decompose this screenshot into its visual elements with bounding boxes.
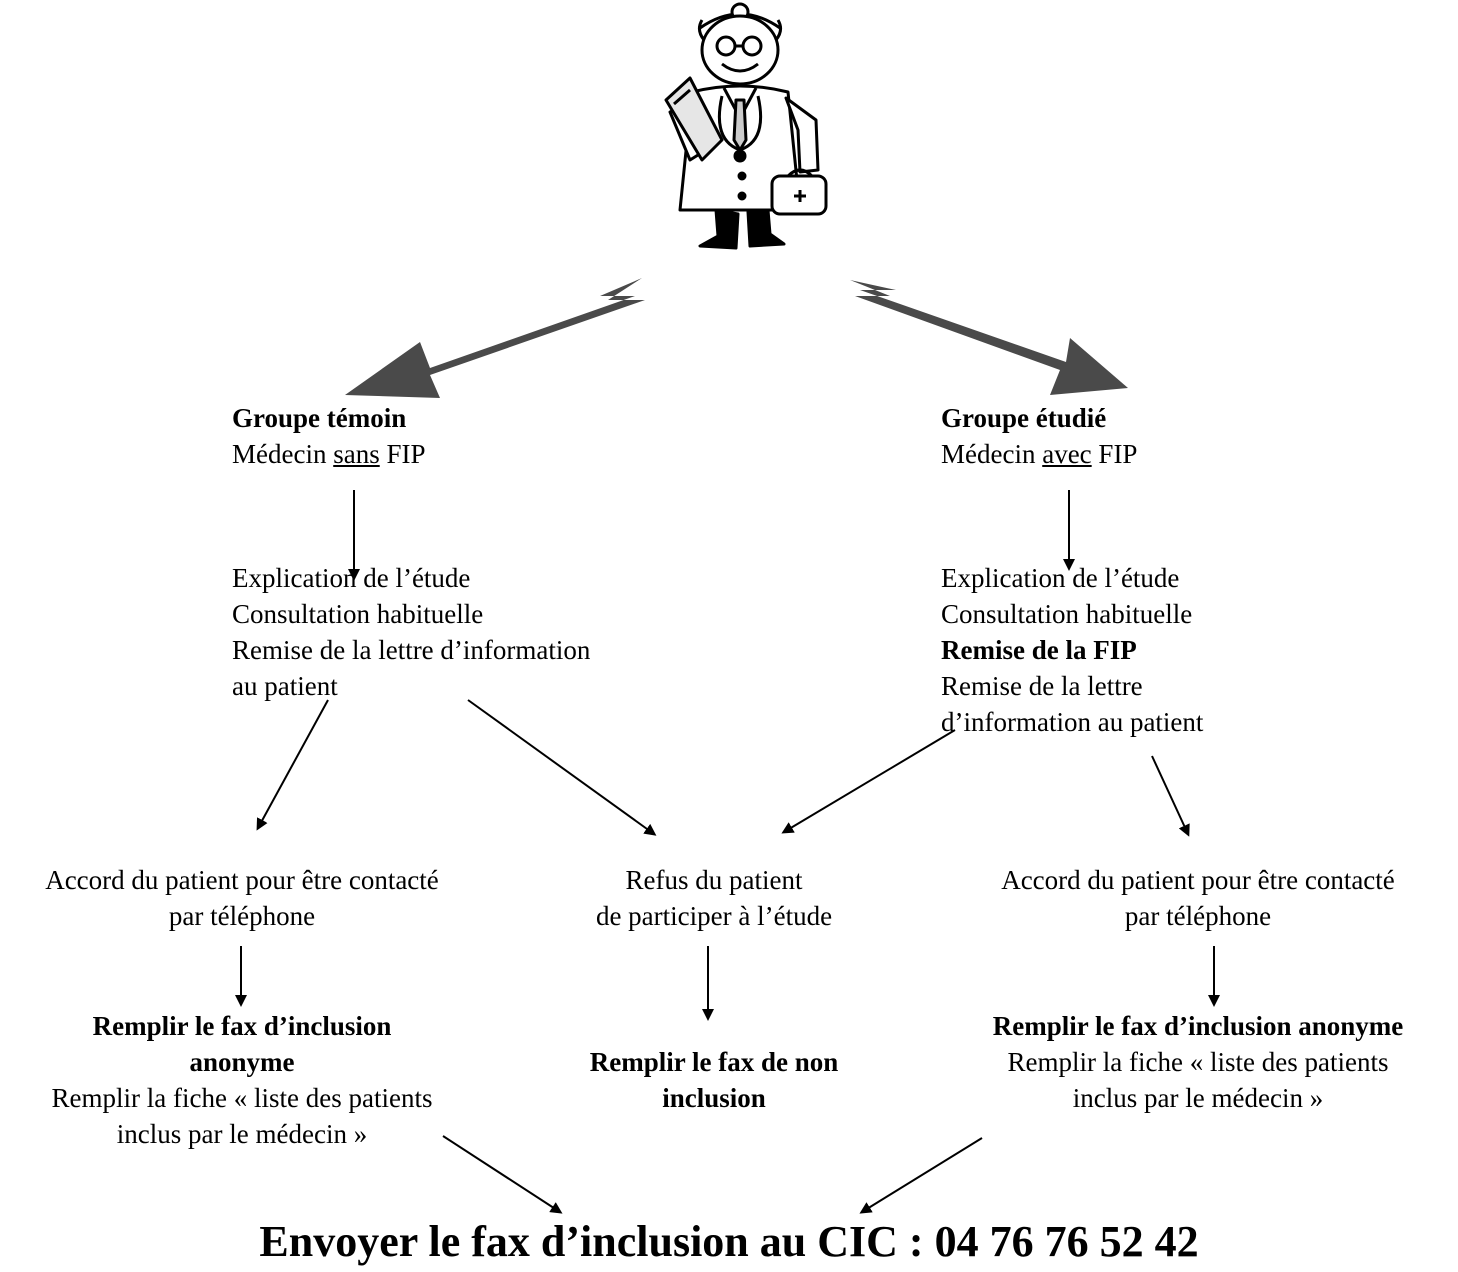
right-group-subtitle-underlined: avec bbox=[1042, 439, 1092, 469]
left-accord-line-2: par téléphone bbox=[168, 901, 316, 931]
middle-action-bold-2: inclusion bbox=[662, 1083, 766, 1113]
right-group-subtitle: Médecin avec FIP bbox=[941, 436, 1137, 472]
arrow-left-to-accord bbox=[256, 699, 329, 831]
right-accord-line-1: Accord du patient pour être contacté bbox=[1001, 865, 1395, 895]
right-action: Remplir le fax d’inclusion anonyme Rempl… bbox=[938, 1008, 1458, 1116]
left-steps: Explication de l’étude Consultation habi… bbox=[232, 560, 590, 704]
left-accord: Accord du patient pour être contacté par… bbox=[0, 862, 484, 934]
right-step-3: Remise de la FIP bbox=[941, 635, 1137, 665]
middle-action: Remplir le fax de non inclusion bbox=[554, 1044, 874, 1116]
left-group-subtitle: Médecin sans FIP bbox=[232, 436, 426, 472]
right-accord: Accord du patient pour être contacté par… bbox=[956, 862, 1440, 934]
left-group-box: Groupe témoin Médecin sans FIP bbox=[232, 400, 426, 472]
doctor-cartoon-icon bbox=[664, 2, 828, 250]
refus-line-2: de participer à l’étude bbox=[595, 901, 833, 931]
middle-action-bold-1: Remplir le fax de non bbox=[589, 1047, 839, 1077]
left-group-subtitle-pre: Médecin bbox=[232, 439, 334, 469]
left-action-bold-2: anonyme bbox=[189, 1047, 295, 1077]
right-step-5: d’information au patient bbox=[941, 707, 1204, 737]
left-group-title: Groupe témoin bbox=[232, 403, 407, 433]
final-instruction: Envoyer le fax d’inclusion au CIC : 04 7… bbox=[259, 1217, 1199, 1266]
refus-line-1: Refus du patient bbox=[625, 865, 803, 895]
right-step-1: Explication de l’étude bbox=[941, 563, 1180, 593]
left-step-4: au patient bbox=[232, 671, 338, 701]
left-accord-line-1: Accord du patient pour être contacté bbox=[45, 865, 439, 895]
thick-arrow-right bbox=[850, 280, 1128, 395]
arrow-right-to-refus bbox=[781, 729, 956, 834]
right-group-subtitle-post: FIP bbox=[1091, 439, 1138, 469]
arrow-left-to-final bbox=[442, 1135, 563, 1214]
right-steps: Explication de l’étude Consultation habi… bbox=[941, 560, 1203, 740]
right-group-subtitle-pre: Médecin bbox=[941, 439, 1043, 469]
arrow-left-to-refus bbox=[467, 699, 657, 836]
left-step-3: Remise de la lettre d’information bbox=[232, 635, 591, 665]
right-step-2: Consultation habituelle bbox=[941, 599, 1193, 629]
right-group-box: Groupe étudié Médecin avec FIP bbox=[941, 400, 1137, 472]
left-step-2: Consultation habituelle bbox=[232, 599, 484, 629]
left-action-line-4: inclus par le médecin » bbox=[116, 1119, 368, 1149]
left-group-subtitle-post: FIP bbox=[379, 439, 426, 469]
right-action-line-2: Remplir la fiche « liste des patients bbox=[1007, 1047, 1389, 1077]
right-group-title: Groupe étudié bbox=[941, 403, 1107, 433]
right-action-bold-1: Remplir le fax d’inclusion anonyme bbox=[992, 1011, 1404, 1041]
left-group-subtitle-underlined: sans bbox=[333, 439, 380, 469]
right-action-line-3: inclus par le médecin » bbox=[1072, 1083, 1324, 1113]
thick-arrow-left bbox=[345, 278, 645, 398]
left-action: Remplir le fax d’inclusion anonyme Rempl… bbox=[0, 1008, 484, 1152]
arrow-right-to-accord bbox=[1151, 755, 1190, 837]
right-accord-line-2: par téléphone bbox=[1124, 901, 1272, 931]
left-action-bold-1: Remplir le fax d’inclusion bbox=[92, 1011, 392, 1041]
left-action-line-3: Remplir la fiche « liste des patients bbox=[51, 1083, 433, 1113]
right-step-4: Remise de la lettre bbox=[941, 671, 1143, 701]
left-step-1: Explication de l’étude bbox=[232, 563, 471, 593]
refus-box: Refus du patient de participer à l’étude bbox=[554, 862, 874, 934]
arrow-right-to-final bbox=[859, 1137, 983, 1214]
